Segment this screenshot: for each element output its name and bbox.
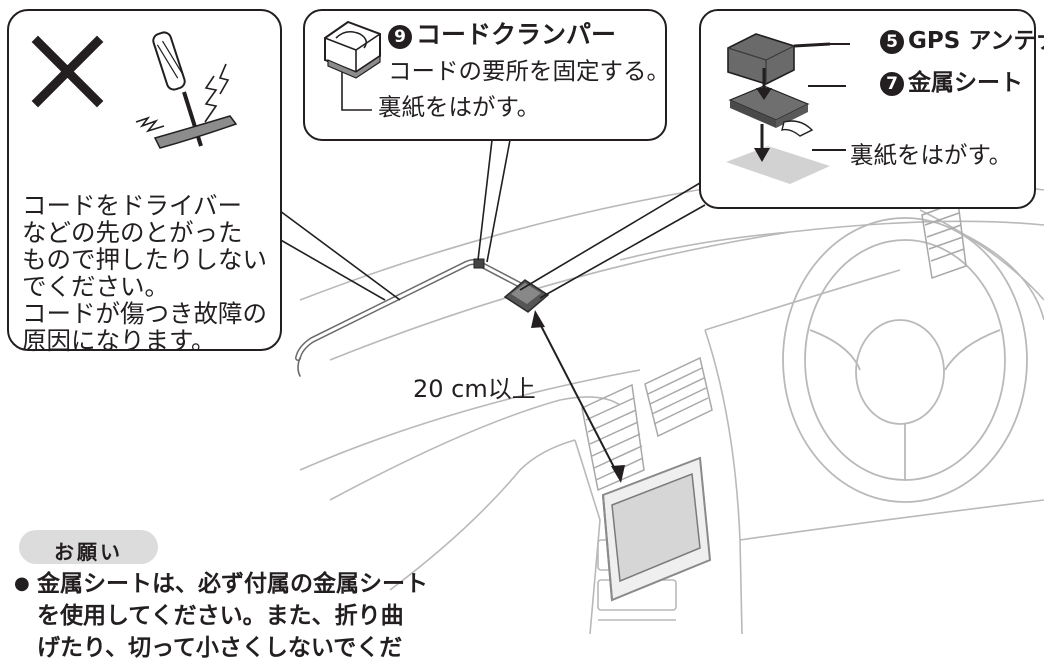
warning-line: でください。: [22, 272, 169, 301]
warning-line: コードが傷つき故障の: [22, 299, 267, 328]
screwdriver-icon: [135, 31, 238, 149]
steering-wheel: [782, 217, 1028, 503]
warning-line: もので押したりしない: [22, 245, 267, 274]
navigation-unit: [601, 456, 712, 602]
prohibited-x-icon: [31, 35, 104, 108]
clamper-title-text: コードクランパー: [416, 20, 617, 49]
warning-panel: [7, 9, 282, 351]
air-vent-side: [921, 200, 967, 280]
air-vent-center-right: [644, 356, 713, 438]
antenna-peel-label: 裏紙をはがす。: [850, 141, 1013, 169]
bullet-icon: ●: [14, 573, 30, 594]
part-number-badge: 5: [880, 30, 904, 54]
callout-pointers: [271, 139, 706, 301]
clamper-description: コードの要所を固定する。: [388, 57, 670, 85]
gps-antenna-icon: [727, 33, 831, 85]
note-line: を使用してください。また、折り曲: [37, 603, 404, 629]
part-number-badge: 9: [388, 25, 412, 49]
installed-antenna: [503, 279, 550, 313]
antenna-panel: [699, 9, 1036, 209]
warning-line: コードをドライバー: [22, 191, 243, 220]
installation-diagram: [7, 9, 1044, 634]
note-badge-label: お願い: [54, 540, 123, 564]
air-vent-center-left: [581, 383, 645, 492]
installed-clamper: [473, 258, 485, 269]
cord-clamper-icon: [324, 20, 381, 111]
note-badge: お願い: [19, 530, 158, 564]
antenna-title-text: GPS アンテナ: [908, 28, 1044, 54]
warning-line: などの先のとがった: [22, 218, 243, 247]
metal-sheet-title-text: 金属シート: [908, 70, 1023, 96]
distance-arrow: [531, 310, 625, 483]
note-line: 金属シートは、必ず付属の金属シート: [37, 571, 428, 597]
note-body: ● 金属シートは、必ず付属の金属シート を使用してください。また、折り曲 げたり…: [14, 568, 454, 664]
distance-label: 20 cm以上: [413, 375, 536, 403]
clamper-peel-label: 裏紙をはがす。: [378, 93, 541, 121]
note-line: げたり、切って小さくしないでくだ: [37, 635, 403, 661]
install-direction-arrows: [754, 68, 772, 162]
warning-line: 原因になります。: [22, 326, 216, 355]
metal-sheet-icon: [728, 85, 814, 137]
mount-surface: [726, 146, 830, 184]
part-number-badge: 7: [880, 72, 904, 96]
warning-text: コードをドライバー などの先のとがった もので押したりしない でください。 コー…: [22, 192, 267, 354]
